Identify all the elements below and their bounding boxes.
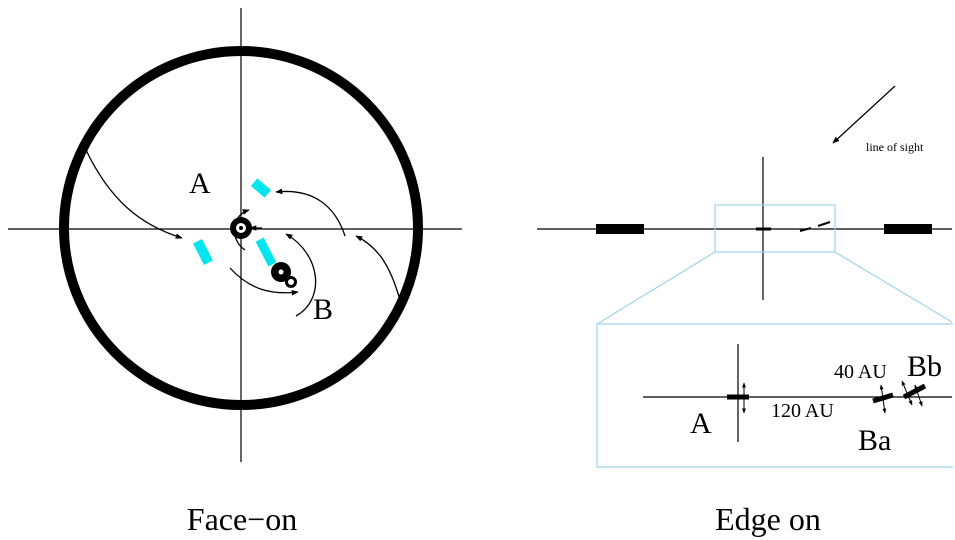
inset-label-bb: Bb (907, 350, 942, 383)
line-of-sight-label: line of sight (866, 140, 924, 154)
cyan-disk-center (255, 237, 277, 267)
infall-stream-left (85, 149, 183, 239)
inset-label-a: A (690, 407, 712, 440)
inset-disk-bb (902, 383, 927, 400)
disk-ba-thickness-arrow (879, 384, 887, 414)
ring-edge-right (884, 224, 932, 234)
star-b-core (278, 269, 284, 275)
orbit-arrow-b (285, 233, 317, 317)
zoom-inset: A Ba Bb 120 AU 40 AU (596, 323, 953, 468)
edge-on-panel: line of sight A Ba Bb 120 AU 40 (537, 85, 953, 537)
inset-label-ba: Ba (858, 424, 891, 457)
zoom-connector-left (596, 251, 716, 325)
label-a: A (189, 167, 211, 200)
zoom-connector-right (834, 251, 953, 323)
stream-to-b (229, 267, 299, 296)
edge-disk-bb (817, 221, 831, 227)
line-of-sight-arrow (832, 85, 896, 144)
disk-bb-thickness-arrow-1 (901, 380, 913, 406)
distance-120-au: 120 AU (771, 400, 834, 422)
face-on-panel: A B Face−on (8, 8, 462, 537)
inset-frame (596, 323, 953, 468)
infall-stream-right (355, 235, 401, 301)
zoom-box (714, 204, 836, 253)
cyan-disk-left (193, 239, 213, 265)
edge-disk-ba (799, 227, 812, 232)
stream-to-a (275, 188, 346, 237)
caption-face-on: Face−on (187, 501, 297, 537)
caption-edge-on: Edge on (715, 501, 821, 537)
star-b-companion-core (288, 279, 294, 285)
star-a-dot (239, 226, 243, 230)
cyan-disk-upper (250, 178, 272, 198)
label-b: B (313, 293, 333, 326)
circumbinary-ring (59, 46, 423, 410)
distance-40-au: 40 AU (834, 361, 887, 383)
ring-edge-left (596, 224, 644, 234)
right-edge-mask (953, 0, 955, 540)
disk-bb-thickness-arrow-2 (914, 384, 923, 407)
